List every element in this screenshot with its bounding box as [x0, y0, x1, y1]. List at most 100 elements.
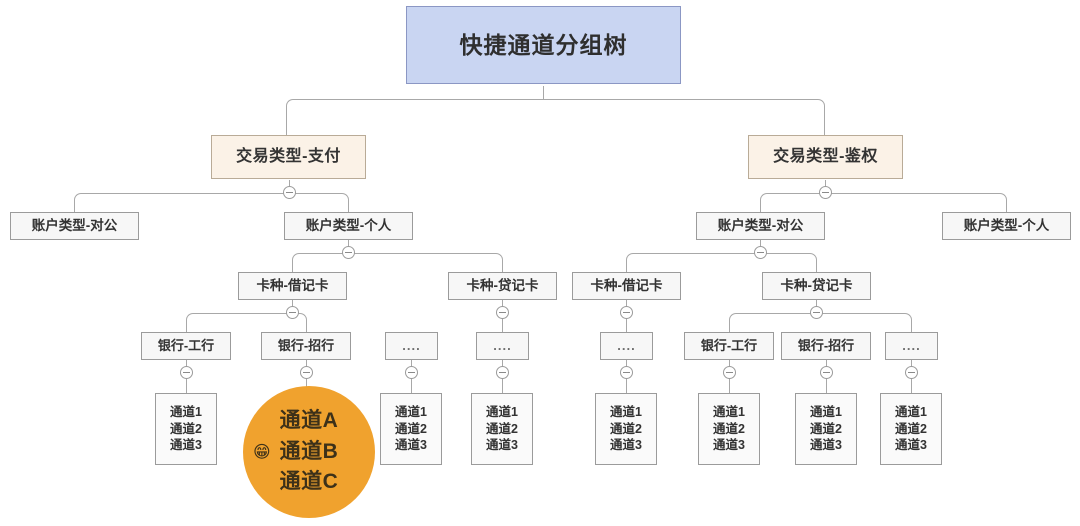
collapse-icon-credit-left[interactable]: [496, 306, 509, 319]
node-label: 卡种-贷记卡: [466, 278, 539, 294]
connector-corporate-left-elbow: [626, 253, 762, 274]
collapse-icon-bank-cmb-left[interactable]: [300, 366, 313, 379]
node-transaction-type-auth[interactable]: 交易类型-鉴权: [748, 135, 903, 179]
connector-credit-right-elbow-l: [729, 313, 818, 334]
leaf-line: 通道2: [810, 421, 842, 436]
root-node-label: 快捷通道分组树: [459, 31, 628, 58]
leaf-line: 通道1: [395, 404, 427, 419]
node-label: 卡种-借记卡: [590, 278, 663, 294]
node-label: 银行-招行: [277, 337, 335, 353]
leaf-line: 通道1: [895, 404, 927, 419]
node-label: 账户类型-个人: [963, 218, 1050, 234]
node-label: 卡种-贷记卡: [780, 278, 853, 294]
node-label: ....: [402, 337, 421, 353]
leaf-line: 通道2: [395, 421, 427, 436]
collapse-icon-bank-icbc-left[interactable]: [180, 366, 193, 379]
collapse-icon-more-2[interactable]: [496, 366, 509, 379]
leaf-line: 通道2: [170, 421, 202, 436]
node-account-type-personal-left[interactable]: 账户类型-个人: [284, 212, 413, 240]
node-label: ....: [902, 337, 921, 353]
node-account-type-corporate-right[interactable]: 账户类型-对公: [696, 212, 825, 240]
node-label: 银行-招行: [797, 337, 855, 353]
leaf-line: 通道3: [170, 438, 202, 453]
node-label: 交易类型-鉴权: [773, 147, 878, 165]
connector-debit-left-elbow-r: [292, 313, 307, 334]
node-more-3[interactable]: ....: [600, 332, 653, 360]
node-bank-icbc-left[interactable]: 银行-工行: [141, 332, 231, 360]
leaf-channels-5[interactable]: 通道1 通道2 通道3: [698, 393, 760, 465]
node-label: 银行-工行: [157, 337, 215, 353]
connector-root-stub: [543, 86, 544, 100]
highlight-line: 通道A: [279, 409, 339, 433]
leaf-channels-6[interactable]: 通道1 通道2 通道3: [795, 393, 857, 465]
leaf-channels-4[interactable]: 通道1 通道2 通道3: [595, 393, 657, 465]
connector-root-right-elbow: [543, 99, 825, 136]
leaf-line: 通道3: [713, 438, 745, 453]
connector-pay-right-elbow: [289, 193, 349, 214]
highlight-line: 通道B: [279, 439, 339, 463]
node-card-type-debit-left[interactable]: 卡种-借记卡: [238, 272, 347, 300]
collapse-icon-more-4[interactable]: [905, 366, 918, 379]
collapse-icon-more-1[interactable]: [405, 366, 418, 379]
node-label: 交易类型-支付: [236, 147, 341, 165]
collapse-icon-corporate-right[interactable]: [754, 246, 767, 259]
highlight-line: 通道C: [279, 470, 339, 494]
node-label: 卡种-借记卡: [256, 278, 329, 294]
leaf-line: 通道1: [170, 404, 202, 419]
connector-root-left-elbow: [286, 99, 545, 136]
node-bank-cmb-left[interactable]: 银行-招行: [261, 332, 351, 360]
leaf-line: 通道1: [610, 404, 642, 419]
node-card-type-debit-right[interactable]: 卡种-借记卡: [572, 272, 681, 300]
leaf-line: 通道2: [486, 421, 518, 436]
highlight-emoji: 😁: [253, 442, 272, 462]
leaf-line: 通道1: [713, 404, 745, 419]
connector-personal-right-elbow: [348, 253, 503, 274]
node-label: 账户类型-个人: [305, 218, 392, 234]
collapse-icon-credit-right[interactable]: [810, 306, 823, 319]
collapse-icon-auth[interactable]: [819, 186, 832, 199]
leaf-line: 通道1: [810, 404, 842, 419]
node-transaction-type-payment[interactable]: 交易类型-支付: [211, 135, 366, 179]
root-node[interactable]: 快捷通道分组树: [406, 6, 681, 84]
node-card-type-credit-right[interactable]: 卡种-贷记卡: [762, 272, 871, 300]
leaf-line: 通道3: [610, 438, 642, 453]
connector-debit-left-elbow-l: [186, 313, 294, 334]
collapse-icon-debit-left[interactable]: [286, 306, 299, 319]
node-more-2[interactable]: ....: [476, 332, 529, 360]
collapse-icon-more-3[interactable]: [620, 366, 633, 379]
leaf-line: 通道2: [610, 421, 642, 436]
node-label: 账户类型-对公: [31, 218, 118, 234]
leaf-line: 通道2: [895, 421, 927, 436]
collapse-icon-bank-cmb-right[interactable]: [820, 366, 833, 379]
connector-corporate-right-elbow: [760, 253, 817, 274]
node-label: 银行-工行: [700, 337, 758, 353]
node-bank-cmb-right[interactable]: 银行-招行: [781, 332, 871, 360]
connector-auth-left-elbow: [760, 193, 827, 214]
node-card-type-credit-left[interactable]: 卡种-贷记卡: [448, 272, 557, 300]
collapse-icon-bank-icbc-right[interactable]: [723, 366, 736, 379]
leaf-channels-7[interactable]: 通道1 通道2 通道3: [880, 393, 942, 465]
node-more-4[interactable]: ....: [885, 332, 938, 360]
node-bank-icbc-right[interactable]: 银行-工行: [684, 332, 774, 360]
connector-auth-right-elbow: [825, 193, 1007, 214]
leaf-line: 通道3: [895, 438, 927, 453]
collapse-icon-payment[interactable]: [283, 186, 296, 199]
node-account-type-corporate-left[interactable]: 账户类型-对公: [10, 212, 139, 240]
highlighted-channel-group[interactable]: 😁 通道A 通道B 通道C: [243, 386, 375, 518]
connector-credit-right-elbow-r: [816, 313, 912, 334]
connector-personal-left-elbow: [292, 253, 350, 274]
leaf-line: 通道3: [810, 438, 842, 453]
node-label: 账户类型-对公: [717, 218, 804, 234]
node-label: ....: [617, 337, 636, 353]
collapse-icon-debit-right[interactable]: [620, 306, 633, 319]
collapse-icon-personal-left[interactable]: [342, 246, 355, 259]
node-account-type-personal-right[interactable]: 账户类型-个人: [942, 212, 1071, 240]
leaf-channels-2[interactable]: 通道1 通道2 通道3: [380, 393, 442, 465]
leaf-channels-1[interactable]: 通道1 通道2 通道3: [155, 393, 217, 465]
leaf-line: 通道2: [713, 421, 745, 436]
node-label: ....: [493, 337, 512, 353]
leaf-line: 通道3: [486, 438, 518, 453]
node-more-1[interactable]: ....: [385, 332, 438, 360]
leaf-channels-3[interactable]: 通道1 通道2 通道3: [471, 393, 533, 465]
